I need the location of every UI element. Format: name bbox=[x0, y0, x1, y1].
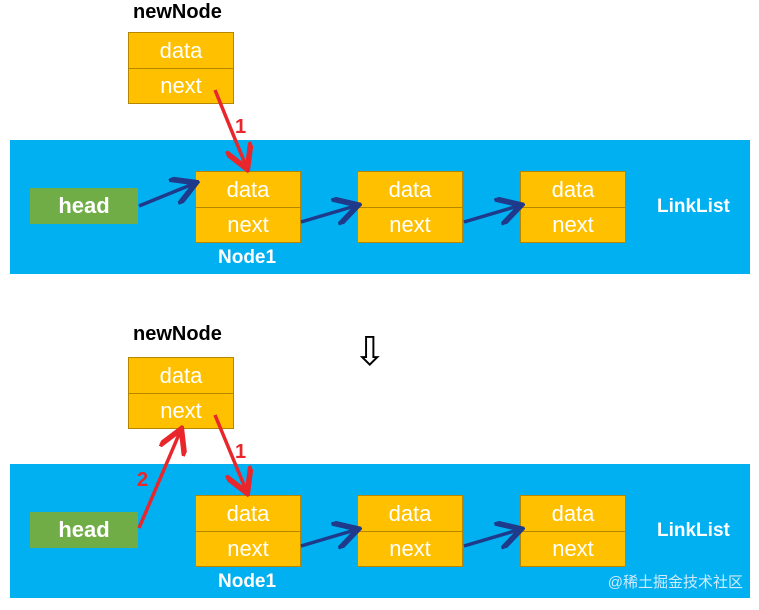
arrow-newnode-to-node1-top bbox=[213, 89, 246, 166]
list-node-data: data bbox=[521, 496, 625, 532]
list-node-3-bottom: data next bbox=[520, 495, 626, 567]
watermark: @稀土掘金技术社区 bbox=[607, 574, 743, 591]
head-node-top: head bbox=[30, 188, 138, 224]
new-node-bottom: data next bbox=[128, 357, 234, 429]
down-arrow-icon: ⇩ bbox=[353, 329, 387, 375]
list-node-2-top: data next bbox=[357, 171, 463, 243]
new-node-data-bottom: data bbox=[129, 358, 233, 394]
arrow-node1-to-node2-top bbox=[300, 206, 355, 222]
arrow-node1-to-node2-bottom bbox=[300, 530, 355, 546]
list-node-next: next bbox=[552, 212, 594, 237]
list-node-data: data bbox=[358, 172, 462, 208]
step-1-label-bottom: 1 bbox=[235, 441, 247, 463]
list-node-next: next bbox=[227, 212, 269, 237]
list-node-data: data bbox=[196, 172, 300, 208]
arrow-head-to-newnode-bottom bbox=[137, 432, 180, 529]
new-node-data-top: data bbox=[129, 33, 233, 69]
node1-label-bottom: Node1 bbox=[218, 571, 277, 592]
arrow-node2-to-node3-top bbox=[463, 206, 518, 222]
step-1-label-top: 1 bbox=[235, 116, 247, 138]
new-node-next-bottom: next bbox=[160, 398, 202, 423]
list-node-next: next bbox=[389, 212, 431, 237]
arrow-newnode-to-node1-bottom bbox=[213, 414, 246, 490]
new-node-label-top: newNode bbox=[133, 1, 222, 23]
list-node-data: data bbox=[358, 496, 462, 532]
new-node-next-top: next bbox=[160, 73, 202, 98]
list-node-next: next bbox=[552, 536, 594, 561]
node1-label-top: Node1 bbox=[218, 247, 277, 268]
list-node-next: next bbox=[389, 536, 431, 561]
list-node-2-bottom: data next bbox=[357, 495, 463, 567]
linklist-label-top: LinkList bbox=[657, 196, 730, 217]
list-node-data: data bbox=[521, 172, 625, 208]
list-node-data: data bbox=[196, 496, 300, 532]
linklist-label-bottom: LinkList bbox=[657, 520, 730, 541]
new-node-top: data next bbox=[128, 32, 234, 104]
arrow-node2-to-node3-bottom bbox=[463, 530, 518, 546]
list-node-next: next bbox=[227, 536, 269, 561]
head-node-bottom: head bbox=[30, 512, 138, 548]
step-2-label-bottom: 2 bbox=[137, 469, 149, 491]
new-node-label-bottom: newNode bbox=[133, 323, 222, 345]
arrow-head-to-node1-top bbox=[138, 184, 193, 208]
list-node-1-bottom: data next bbox=[195, 495, 301, 567]
